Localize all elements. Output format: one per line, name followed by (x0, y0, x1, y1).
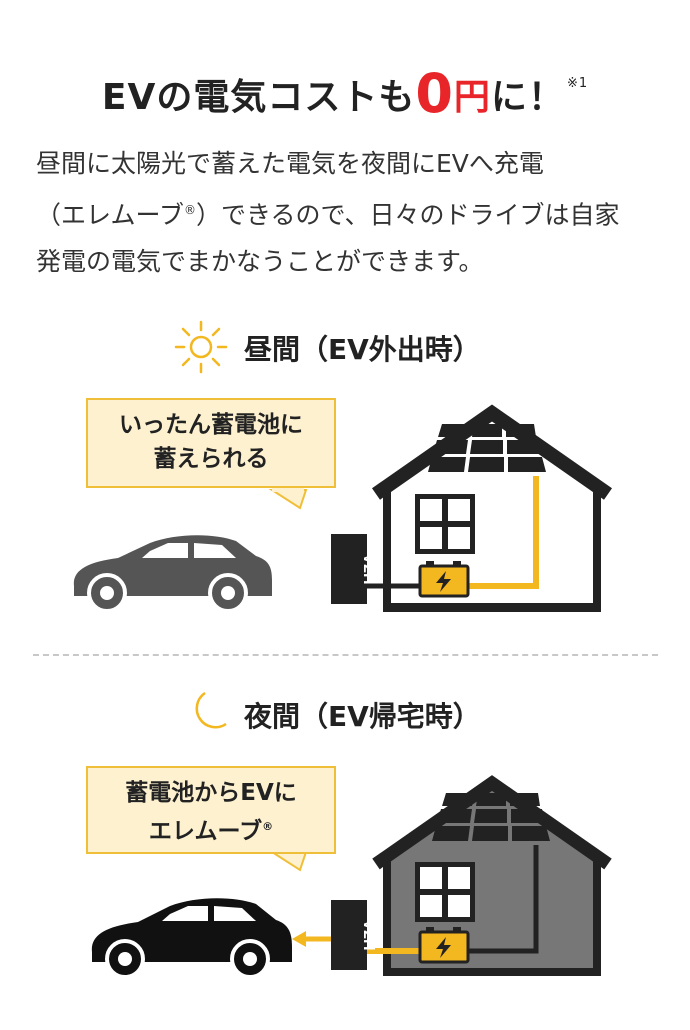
day-window (415, 494, 475, 554)
night-house: V2H (292, 775, 612, 976)
headline: EVの電気コストも0円に！※1 (0, 62, 690, 125)
day-car (73, 535, 272, 613)
nighttime-title: 夜間（EV帰宅時） (244, 700, 481, 733)
description-line-2: （エレムーブ®）できるので、日々のドライブは自家 (36, 187, 676, 238)
night-solar-panel (432, 793, 550, 841)
night-window (415, 862, 475, 922)
description: 昼間に太陽光で蓄えた電気を夜間にEVへ充電 （エレムーブ®）できるので、日々のド… (36, 140, 676, 285)
daytime-title: 昼間（EV外出時） (244, 333, 481, 366)
charge-arrow (292, 931, 331, 947)
daytime-bubble-line-2: 蓄えられる (153, 446, 269, 472)
day-solar-panel (428, 424, 546, 472)
nighttime-speech-bubble: 蓄電池からEVに エレムーブ® (86, 766, 336, 854)
sun-icon (174, 320, 228, 374)
daytime-bubble-line-1: いったん蓄電池に (119, 412, 303, 438)
night-battery-icon (418, 927, 470, 964)
day-house: V2H (331, 404, 613, 612)
night-car (91, 898, 292, 979)
headline-zero: 0 (415, 62, 454, 125)
nighttime-bubble-line-1: 蓄電池からEVに (125, 780, 297, 806)
description-line-3: 発電の電気でまかなうことができます。 (36, 247, 484, 277)
nighttime-bubble-line-2: エレムーブ® (88, 810, 334, 849)
day-v2h-box: V2H (331, 534, 377, 604)
day-battery-icon (418, 561, 470, 598)
headline-yen: 円 (453, 77, 491, 118)
night-v2h-box: V2H (331, 900, 377, 970)
headline-suffix: に！ (490, 77, 565, 118)
night-v2h-label: V2H (360, 919, 377, 950)
description-line-2a: （エレムーブ (36, 200, 185, 230)
description-line-2b: ）できるので、日々のドライブは自家 (196, 200, 620, 230)
daytime-speech-bubble: いったん蓄電池に 蓄えられる (86, 398, 336, 488)
nighttime-registered-mark: ® (262, 820, 274, 833)
moon-icon (195, 691, 227, 729)
day-v2h-label: V2H (360, 553, 377, 584)
headline-note: ※1 (566, 76, 589, 91)
headline-prefix: EVの電気コストも (101, 77, 416, 118)
description-line-1: 昼間に太陽光で蓄えた電気を夜間にEVへ充電 (36, 149, 544, 178)
nighttime-bubble-line-2-text: エレムーブ (148, 818, 263, 845)
registered-mark: ® (184, 203, 197, 217)
section-divider (33, 654, 658, 656)
